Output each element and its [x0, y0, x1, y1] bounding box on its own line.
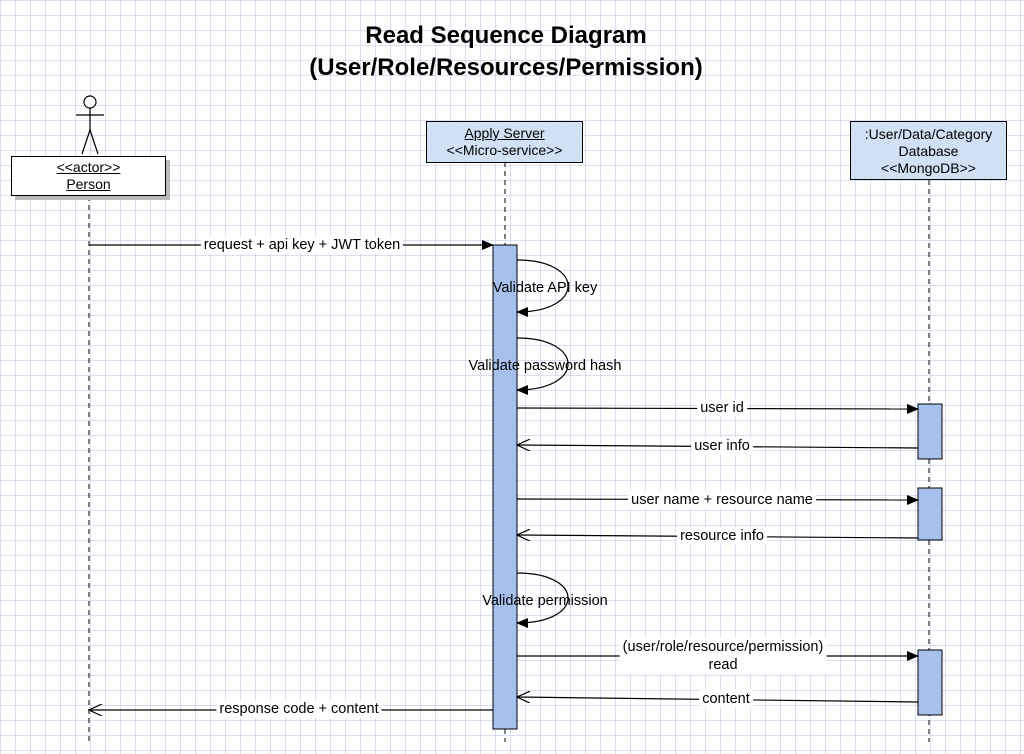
response-label: response code + content: [216, 700, 382, 718]
content-label: content: [699, 690, 753, 708]
database-name: :User/Data/Category: [864, 126, 993, 142]
user-resource-label: user name + resource name: [628, 491, 816, 509]
read-label-line-2: read: [708, 657, 738, 673]
validate-pw-self-call-arrow: [516, 337, 569, 395]
server-box: Apply Server <<Micro-service>>: [426, 121, 583, 163]
read-label: (user/role/resource/permission) read: [619, 638, 827, 674]
actor-box: <<actor>> Person: [11, 156, 166, 196]
database-name-line-2: Database: [898, 143, 959, 159]
actor-name: Person: [66, 176, 111, 192]
validate-password-label: Validate password hash: [468, 358, 622, 374]
actor-stereotype: <<actor>>: [56, 159, 121, 175]
user-id-label: user id: [697, 399, 747, 417]
server-activation-bar: [492, 244, 518, 730]
diagram-title-line-1: Read Sequence Diagram: [365, 22, 647, 49]
request-label: request + api key + JWT token: [200, 236, 404, 254]
database-stereotype: <<MongoDB>>: [881, 160, 976, 176]
validate-api-label: Validate API key: [492, 280, 598, 296]
server-stereotype: <<Micro-service>>: [446, 142, 563, 158]
diagram-title-line-2: (User/Role/Resources/Permission): [309, 54, 703, 81]
resource-info-label: resource info: [677, 527, 767, 545]
database-activation-bar-1: [917, 403, 943, 460]
database-activation-bar-3: [917, 649, 943, 716]
read-label-line-1: (user/role/resource/permission): [622, 639, 824, 655]
user-info-label: user info: [691, 437, 753, 455]
database-activation-bar-2: [917, 487, 943, 541]
server-name: Apply Server: [464, 125, 545, 141]
validate-permission-label: Validate permission: [482, 593, 608, 609]
validate-api-self-call-arrow: [516, 259, 569, 317]
validate-perm-self-call-arrow: [516, 572, 569, 628]
person-stick-figure-icon: [76, 95, 104, 155]
database-box: :User/Data/Category Database <<MongoDB>>: [850, 121, 1007, 180]
